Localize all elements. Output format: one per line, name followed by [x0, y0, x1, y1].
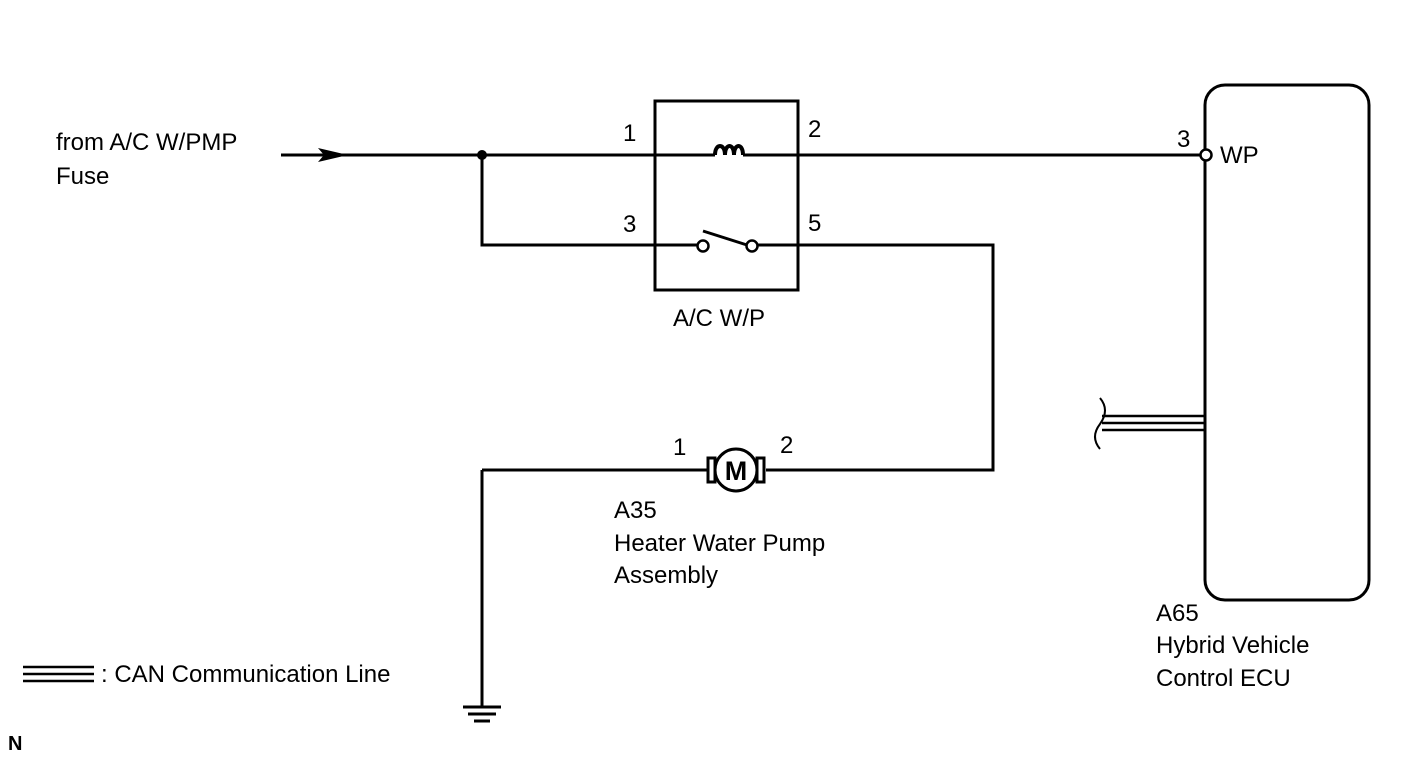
- corner-mark: N: [8, 733, 22, 755]
- pump-pin-2: 2: [780, 432, 793, 459]
- legend: : CAN Communication Line: [23, 661, 390, 688]
- source-label-line2: Fuse: [56, 163, 109, 190]
- relay-box: [653, 99, 800, 292]
- ecu-pin-number: 3: [1177, 126, 1190, 153]
- switch-blade: [702, 229, 748, 247]
- relay-pin-5: 5: [808, 210, 821, 237]
- switch-contact-right: [745, 239, 759, 253]
- ecu-pin-terminal: [1199, 148, 1213, 162]
- feed-wire: [281, 148, 655, 247]
- hybrid-vehicle-ecu: 3 WP A65 Hybrid Vehicle Control ECU: [1094, 83, 1371, 692]
- ecu-pin-label: WP: [1220, 142, 1259, 169]
- motor-symbol: M: [725, 456, 748, 486]
- pump-code: A35: [614, 497, 657, 524]
- legend-text: : CAN Communication Line: [101, 661, 390, 688]
- relay-ac-wp: 1 2 3 5 A/C W/P: [623, 99, 821, 332]
- relay-coil-icon: [713, 144, 745, 156]
- source-label-line1: from A/C W/PMP: [56, 129, 237, 156]
- pump-name-line1: Heater Water Pump: [614, 530, 825, 557]
- ecu-name-line1: Hybrid Vehicle: [1156, 632, 1309, 659]
- can-line-legend-icon: [23, 665, 94, 683]
- heater-water-pump: M 1 2 A35 Heater Water Pump Assembly: [482, 432, 825, 589]
- relay-pin-3: 3: [623, 211, 636, 238]
- motor-icon: [713, 447, 759, 493]
- wire-relay-to-pump: [766, 243, 995, 472]
- ecu-box: [1203, 83, 1371, 602]
- source-label: from A/C W/PMP Fuse: [56, 129, 237, 190]
- relay-name: A/C W/P: [673, 305, 765, 332]
- ecu-code: A65: [1156, 600, 1199, 627]
- pump-pin-1: 1: [673, 434, 686, 461]
- relay-pin-2: 2: [808, 116, 821, 143]
- ground-icon: [463, 470, 501, 723]
- switch-contact-left: [696, 239, 710, 253]
- can-communication-lines: [1094, 397, 1205, 450]
- pump-name-line2: Assembly: [614, 562, 718, 589]
- ecu-name-line2: Control ECU: [1156, 665, 1291, 692]
- relay-pin-1: 1: [623, 120, 636, 147]
- arrow-icon: [318, 148, 348, 162]
